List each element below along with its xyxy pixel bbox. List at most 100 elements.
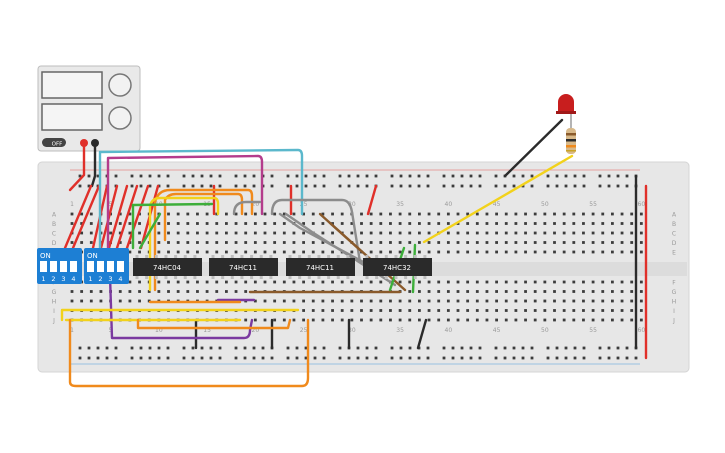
breadboard-hole[interactable]: [311, 212, 315, 216]
rail-hole[interactable]: [564, 356, 568, 360]
red-jumper-wire[interactable]: [63, 184, 93, 250]
breadboard-hole[interactable]: [89, 212, 93, 216]
breadboard-hole[interactable]: [369, 241, 373, 244]
breadboard-hole[interactable]: [418, 299, 421, 303]
breadboard-hole[interactable]: [611, 241, 614, 244]
rail-hole[interactable]: [582, 356, 586, 360]
breadboard-hole[interactable]: [572, 250, 576, 254]
breadboard-hole[interactable]: [321, 212, 325, 216]
rail-hole[interactable]: [218, 174, 222, 178]
breadboard-hole[interactable]: [360, 241, 363, 244]
breadboard-hole[interactable]: [215, 280, 219, 284]
breadboard-hole[interactable]: [331, 299, 334, 303]
breadboard-hole[interactable]: [630, 222, 634, 225]
rail-hole[interactable]: [616, 346, 620, 350]
breadboard-hole[interactable]: [543, 222, 547, 225]
breadboard-hole[interactable]: [263, 318, 267, 322]
breadboard-hole[interactable]: [427, 309, 431, 312]
rail-hole[interactable]: [87, 184, 91, 188]
breadboard-hole[interactable]: [321, 222, 325, 225]
dip-key[interactable]: [50, 261, 57, 272]
breadboard-hole[interactable]: [466, 290, 470, 293]
rail-hole[interactable]: [451, 346, 455, 350]
breadboard-hole[interactable]: [418, 318, 421, 322]
breadboard-hole[interactable]: [446, 309, 450, 312]
breadboard-hole[interactable]: [466, 309, 470, 312]
rail-hole[interactable]: [573, 174, 577, 178]
breadboard-hole[interactable]: [630, 318, 634, 322]
breadboard-hole[interactable]: [331, 241, 334, 244]
rail-hole[interactable]: [530, 184, 534, 188]
rail-hole[interactable]: [356, 174, 360, 178]
rail-hole[interactable]: [494, 184, 498, 188]
breadboard-hole[interactable]: [543, 318, 547, 322]
breadboard-hole[interactable]: [630, 280, 634, 284]
rail-hole[interactable]: [87, 346, 91, 350]
breadboard-hole[interactable]: [70, 212, 74, 216]
breadboard-hole[interactable]: [398, 280, 402, 284]
rail-hole[interactable]: [322, 174, 326, 178]
breadboard-hole[interactable]: [611, 309, 614, 312]
rail-hole[interactable]: [78, 356, 82, 360]
breadboard-hole[interactable]: [80, 212, 84, 216]
dip-key[interactable]: [117, 261, 124, 272]
rail-hole[interactable]: [494, 174, 498, 178]
green-jumper-wire[interactable]: [131, 202, 214, 250]
breadboard-hole[interactable]: [302, 299, 305, 303]
breadboard-hole[interactable]: [176, 212, 180, 216]
rail-hole[interactable]: [200, 174, 204, 178]
breadboard-hole[interactable]: [273, 241, 277, 244]
power-switch[interactable]: [42, 138, 66, 147]
rail-hole[interactable]: [304, 346, 308, 350]
breadboard-hole[interactable]: [514, 290, 518, 293]
breadboard-hole[interactable]: [456, 309, 460, 312]
rail-hole[interactable]: [625, 174, 629, 178]
breadboard-hole[interactable]: [244, 280, 248, 284]
breadboard-hole[interactable]: [611, 231, 614, 235]
rail-hole[interactable]: [182, 346, 186, 350]
breadboard-hole[interactable]: [601, 299, 605, 303]
breadboard-hole[interactable]: [553, 212, 556, 216]
rail-hole[interactable]: [625, 184, 629, 188]
breadboard-hole[interactable]: [495, 280, 498, 284]
breadboard-hole[interactable]: [495, 241, 498, 244]
rail-hole[interactable]: [209, 184, 213, 188]
breadboard-hole[interactable]: [408, 280, 412, 284]
breadboard-hole[interactable]: [504, 309, 508, 312]
rail-hole[interactable]: [546, 174, 550, 178]
rail-hole[interactable]: [191, 356, 195, 360]
rail-hole[interactable]: [78, 184, 82, 188]
rail-hole[interactable]: [417, 184, 421, 188]
rail-hole[interactable]: [261, 356, 265, 360]
breadboard-hole[interactable]: [408, 212, 412, 216]
rail-hole[interactable]: [191, 174, 195, 178]
breadboard-hole[interactable]: [379, 231, 383, 235]
rail-hole[interactable]: [564, 184, 568, 188]
breadboard-hole[interactable]: [225, 212, 228, 216]
red-jumper-wire[interactable]: [71, 184, 101, 250]
breadboard-hole[interactable]: [273, 250, 277, 254]
breadboard-hole[interactable]: [582, 290, 585, 293]
rail-hole[interactable]: [105, 346, 109, 350]
rail-hole[interactable]: [234, 346, 238, 350]
breadboard-hole[interactable]: [514, 212, 518, 216]
breadboard-hole[interactable]: [418, 222, 421, 225]
breadboard-hole[interactable]: [292, 231, 296, 235]
breadboard-hole[interactable]: [591, 280, 595, 284]
breadboard-hole[interactable]: [138, 280, 141, 284]
breadboard-hole[interactable]: [524, 299, 527, 303]
breadboard-hole[interactable]: [398, 309, 402, 312]
rail-hole[interactable]: [607, 184, 611, 188]
breadboard-hole[interactable]: [138, 241, 141, 244]
breadboard-hole[interactable]: [331, 280, 334, 284]
breadboard-hole[interactable]: [582, 212, 585, 216]
rail-hole[interactable]: [573, 356, 577, 360]
breadboard-hole[interactable]: [311, 241, 315, 244]
breadboard-hole[interactable]: [128, 222, 132, 225]
rail-hole[interactable]: [270, 174, 274, 178]
breadboard-hole[interactable]: [495, 222, 498, 225]
breadboard-hole[interactable]: [196, 231, 199, 235]
breadboard-hole[interactable]: [601, 318, 605, 322]
breadboard-hole[interactable]: [350, 309, 354, 312]
breadboard-hole[interactable]: [582, 318, 585, 322]
